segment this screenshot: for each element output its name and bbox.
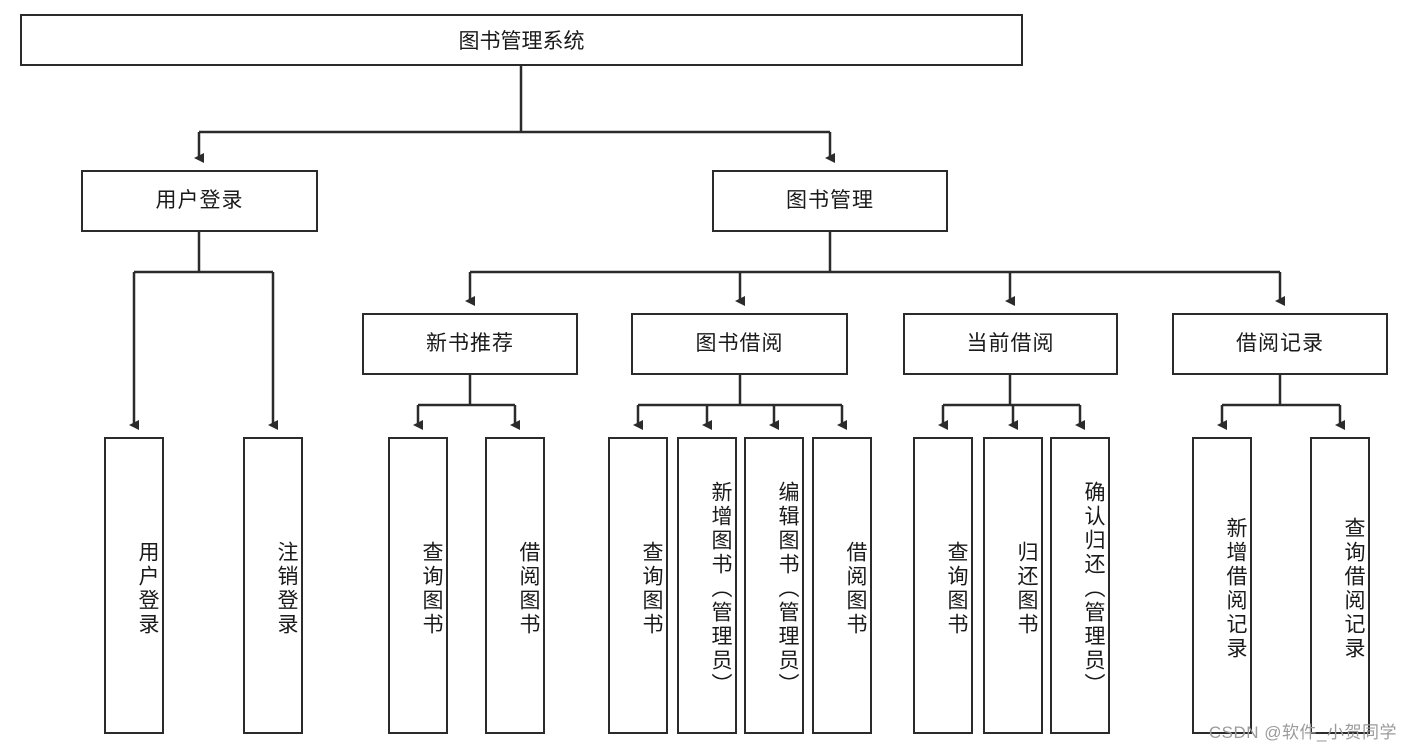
leaf-add-book-admin-label: 新增图书（管理员）	[709, 480, 732, 697]
node-book-borrow[interactable]: 图书借阅	[631, 313, 848, 375]
leaf-query-book-borrow[interactable]: 查询图书	[608, 437, 668, 734]
leaf-query-book-current[interactable]: 查询图书	[913, 437, 973, 734]
leaf-query-book-recommend-label: 查询图书	[420, 540, 443, 637]
node-root[interactable]: 图书管理系统	[20, 14, 1023, 66]
leaf-return-book[interactable]: 归还图书	[983, 437, 1043, 734]
node-book-management[interactable]: 图书管理	[712, 170, 948, 232]
leaf-logout[interactable]: 注销登录	[243, 437, 303, 734]
leaf-borrow-book-recommend-label: 借阅图书	[517, 540, 540, 637]
leaf-logout-label: 注销登录	[275, 540, 298, 637]
leaf-edit-book-admin[interactable]: 编辑图书（管理员）	[744, 437, 804, 734]
leaf-query-borrow-record[interactable]: 查询借阅记录	[1310, 437, 1370, 734]
node-current-borrow-label: 当前借阅	[966, 332, 1055, 356]
leaf-user-login[interactable]: 用户登录	[104, 437, 164, 734]
leaf-confirm-return-admin[interactable]: 确认归还（管理员）	[1050, 437, 1110, 734]
node-borrow-record[interactable]: 借阅记录	[1172, 313, 1388, 375]
node-book-borrow-label: 图书借阅	[695, 332, 784, 356]
leaf-confirm-return-admin-label: 确认归还（管理员）	[1082, 480, 1105, 697]
leaf-query-book-borrow-label: 查询图书	[640, 540, 663, 637]
node-borrow-record-label: 借阅记录	[1236, 332, 1324, 356]
node-user-login[interactable]: 用户登录	[81, 170, 318, 232]
leaf-query-borrow-record-label: 查询借阅记录	[1342, 516, 1365, 661]
leaf-query-book-current-label: 查询图书	[945, 540, 968, 637]
node-new-book-recommend[interactable]: 新书推荐	[362, 313, 578, 375]
leaf-edit-book-admin-label: 编辑图书（管理员）	[776, 480, 799, 697]
csdn-watermark: CSDN @软件_小贺同学	[1208, 723, 1397, 742]
node-root-label: 图书管理系统	[458, 30, 585, 53]
leaf-add-book-admin[interactable]: 新增图书（管理员）	[677, 437, 737, 734]
leaf-borrow-book-label: 借阅图书	[844, 540, 867, 637]
leaf-user-login-label: 用户登录	[136, 540, 159, 637]
node-user-login-label: 用户登录	[155, 189, 244, 213]
leaf-query-book-recommend[interactable]: 查询图书	[388, 437, 448, 734]
leaf-add-borrow-record-label: 新增借阅记录	[1224, 516, 1247, 661]
leaf-add-borrow-record[interactable]: 新增借阅记录	[1192, 437, 1252, 734]
leaf-borrow-book[interactable]: 借阅图书	[812, 437, 872, 734]
leaf-return-book-label: 归还图书	[1015, 540, 1038, 637]
node-current-borrow[interactable]: 当前借阅	[903, 313, 1118, 375]
leaf-borrow-book-recommend[interactable]: 借阅图书	[485, 437, 545, 734]
node-new-book-recommend-label: 新书推荐	[426, 332, 514, 356]
node-book-management-label: 图书管理	[786, 189, 874, 213]
